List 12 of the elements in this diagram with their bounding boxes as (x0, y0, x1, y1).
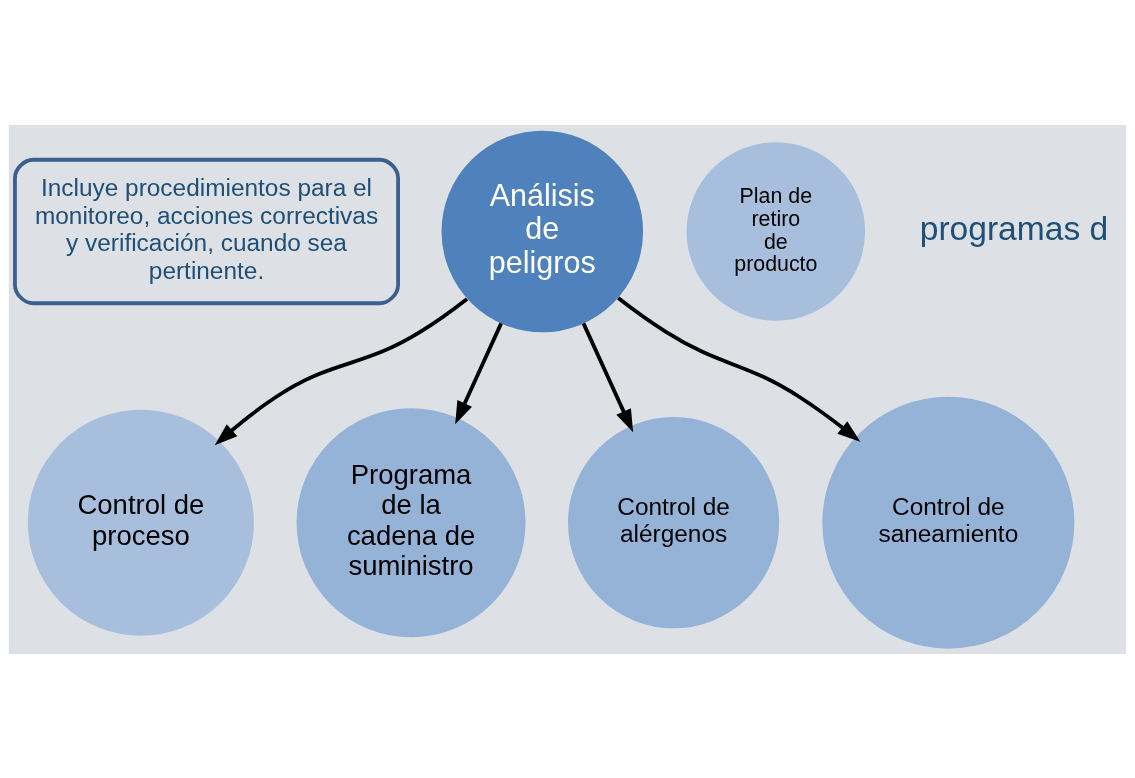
node-circle: Control de proceso (27, 409, 254, 636)
arrow (581, 322, 634, 432)
node-circle: Programa de la cadena de suministro (296, 407, 526, 637)
node-circle: Análisis de peligros (441, 130, 644, 332)
arrow (617, 295, 861, 442)
node-box: Incluye procedimientos para el monitoreo, acciones correctivas y verificación, cuando sea pertinente. (13, 157, 400, 305)
arrow (455, 322, 503, 424)
arrow (214, 296, 469, 445)
label: programas d (919, 209, 1109, 247)
node-circle: Control de saneamiento (822, 396, 1075, 649)
node-circle: Control de alérgenos (568, 416, 780, 628)
node-circle: Plan de retiro de producto (686, 141, 866, 321)
